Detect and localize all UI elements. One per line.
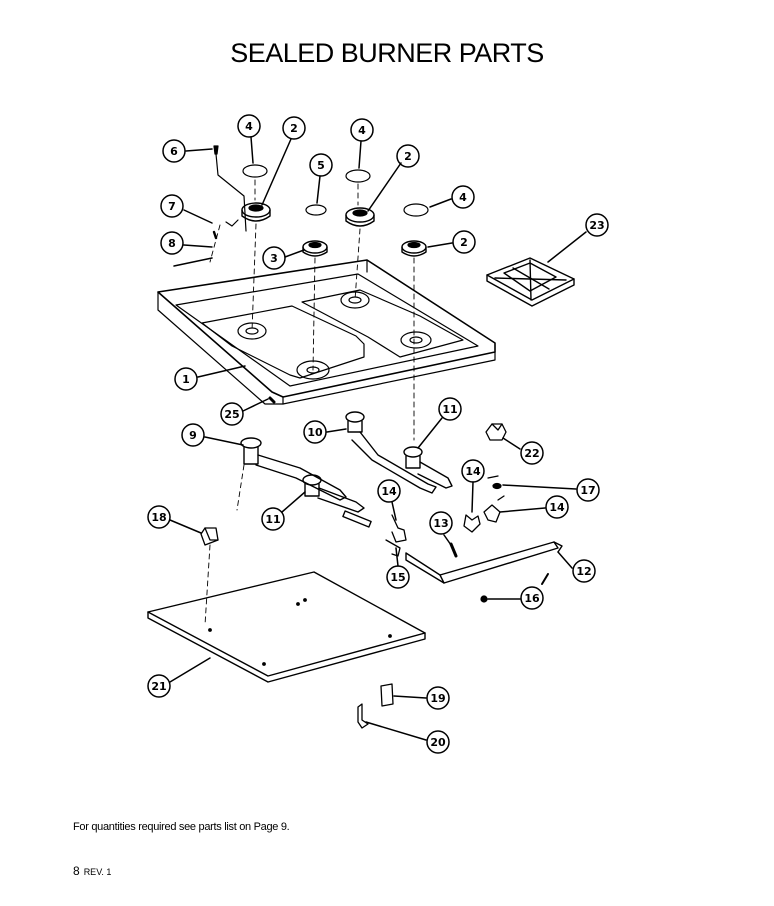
callout-1: 1 xyxy=(182,373,190,386)
callout-15: 15 xyxy=(390,571,405,584)
burner-tubes xyxy=(240,411,453,528)
alignment-lines xyxy=(204,179,415,626)
callout-23: 23 xyxy=(589,219,604,232)
callout-7: 7 xyxy=(168,200,176,213)
callout-14: 14 xyxy=(465,465,481,478)
callout-6: 6 xyxy=(170,145,178,158)
callout-14: 14 xyxy=(549,501,565,514)
callout-4: 4 xyxy=(245,120,253,133)
control-knob xyxy=(485,423,507,441)
callout-5: 5 xyxy=(317,159,325,172)
burner-heads xyxy=(241,202,427,257)
callout-9: 9 xyxy=(189,429,197,442)
callout-16: 16 xyxy=(524,592,540,605)
manifold xyxy=(405,541,563,584)
callout-17: 17 xyxy=(580,484,595,497)
callout-13: 13 xyxy=(433,517,448,530)
revision-label: REV. 1 xyxy=(83,867,112,877)
callout-10: 10 xyxy=(307,426,323,439)
callout-18: 18 xyxy=(151,511,166,524)
page-number: 8 xyxy=(73,864,80,878)
valves xyxy=(385,475,505,557)
callouts xyxy=(147,114,609,754)
screw-and-clip xyxy=(173,145,247,267)
callout-2: 2 xyxy=(290,122,298,135)
burner-openings xyxy=(237,291,432,380)
quantity-note: For quantities required see parts list o… xyxy=(73,821,290,833)
callout-11: 11 xyxy=(442,403,457,416)
callout-8: 8 xyxy=(168,237,176,250)
fittings xyxy=(268,396,549,603)
callout-22: 22 xyxy=(524,447,539,460)
callout-11: 11 xyxy=(265,513,280,526)
cooktop-panel xyxy=(157,259,496,405)
callout-2: 2 xyxy=(404,150,412,163)
callout-14: 14 xyxy=(381,485,397,498)
callout-21: 21 xyxy=(151,680,166,693)
bracket xyxy=(200,527,219,546)
callout-4: 4 xyxy=(459,191,467,204)
callout-4: 4 xyxy=(358,124,366,137)
small-parts xyxy=(357,683,394,729)
callout-19: 19 xyxy=(430,692,445,705)
burner-caps xyxy=(242,164,429,217)
burner-box-bottom xyxy=(147,571,426,683)
callout-20: 20 xyxy=(430,736,446,749)
callout-2: 2 xyxy=(460,236,468,249)
burner-grate xyxy=(486,257,575,307)
callout-3: 3 xyxy=(270,252,278,265)
callout-25: 25 xyxy=(224,408,239,421)
callout-12: 12 xyxy=(576,565,591,578)
page-title: SEALED BURNER PARTS xyxy=(230,38,544,68)
